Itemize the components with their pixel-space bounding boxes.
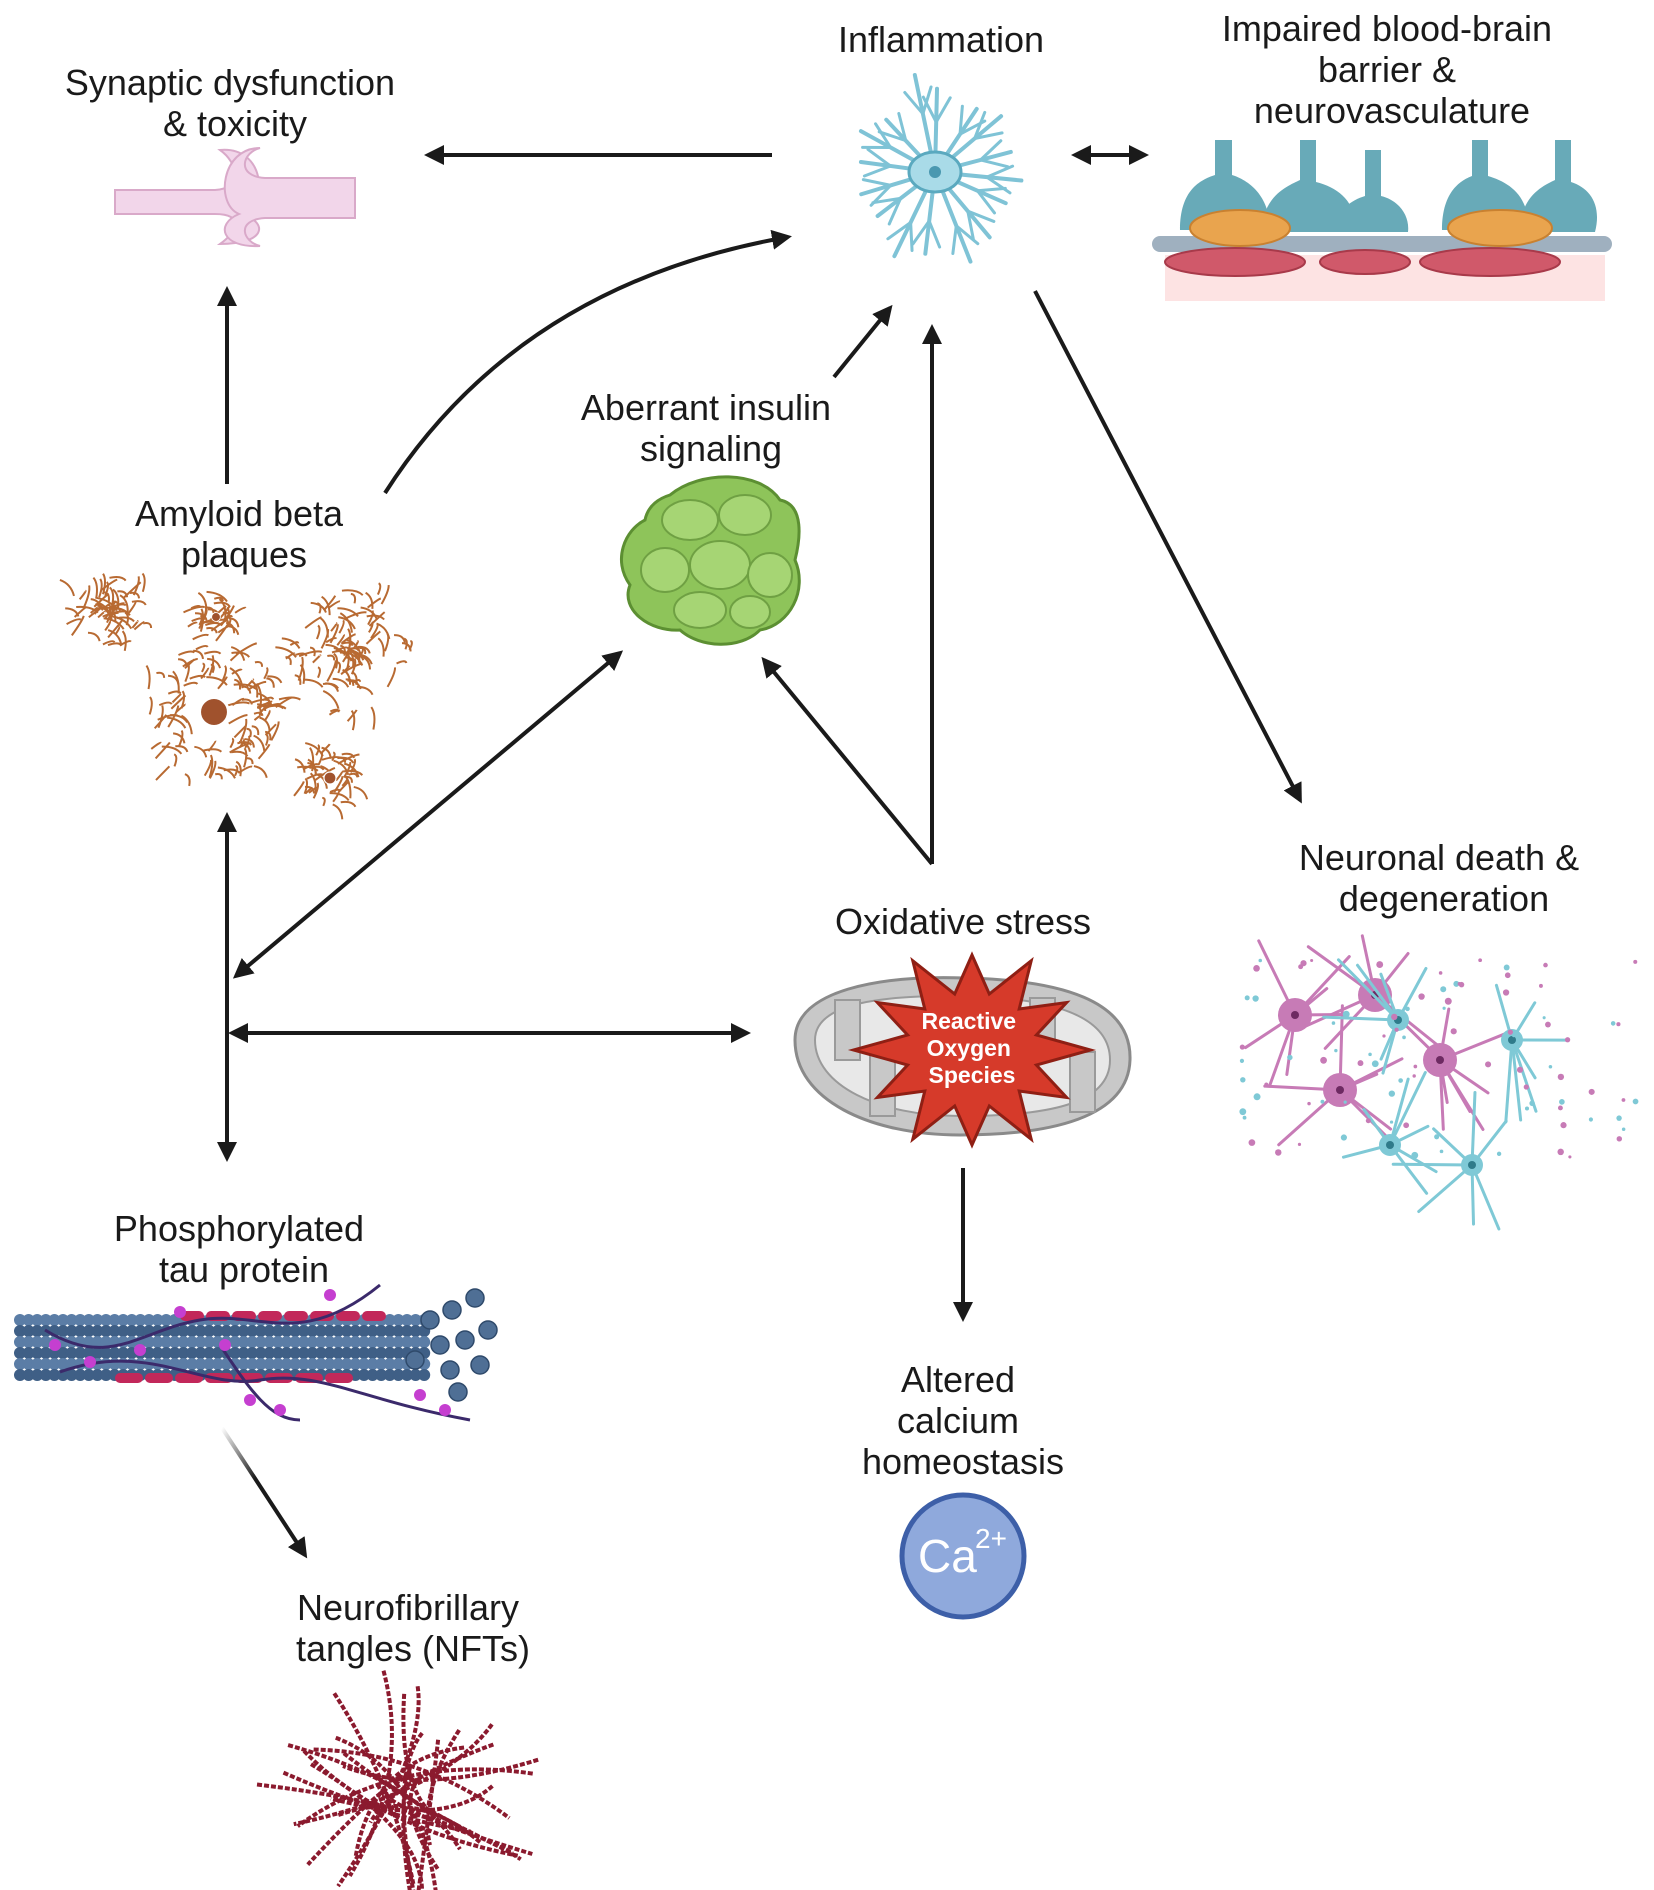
astrocyte-icon xyxy=(858,72,1024,264)
reactive-oxygen-species-burst-icon: Reactive Oxygen Species xyxy=(847,951,1097,1149)
neuronal-label: Neuronal death & degeneration xyxy=(1299,837,1589,919)
amyloid-label: Amyloid beta plaques xyxy=(135,493,353,575)
tau-label: Phosphorylated tau protein xyxy=(114,1208,374,1290)
calcium-ion-icon: Ca 2+ xyxy=(899,1492,1027,1620)
blood-brain-barrier-icon xyxy=(1152,140,1612,301)
arrow-insulin-to-inflammation xyxy=(832,304,893,379)
calcium-symbol: Ca xyxy=(918,1530,977,1582)
microtubule-tau-icon xyxy=(14,1283,498,1422)
ros-label: Reactive Oxygen Species xyxy=(921,1008,1022,1088)
labels: Synaptic dysfunction & toxicity Inflamma… xyxy=(65,8,1589,1669)
arrow-oxidative-to-insulin xyxy=(761,656,934,866)
calcium-label: Altered calcium homeostasis xyxy=(862,1359,1064,1482)
arrow-tau-to-nft xyxy=(220,1426,308,1559)
arrow-amyloid-insulin xyxy=(232,650,624,979)
synaptic-label: Synaptic dysfunction & toxicity xyxy=(65,62,405,144)
insulin-label: Aberrant insulin signaling xyxy=(581,387,841,469)
arrow-amyloid-to-inflammation xyxy=(383,229,792,495)
nft-label: Neurofibrillary tangles (NFTs) xyxy=(296,1587,530,1669)
degenerating-neurons-icon xyxy=(1239,934,1639,1231)
arrows xyxy=(217,145,1302,1559)
oxidative-label: Oxidative stress xyxy=(835,901,1091,942)
insulin-cluster-icon xyxy=(620,475,801,646)
calcium-charge: 2+ xyxy=(975,1523,1007,1554)
neurofibrillary-tangles-icon xyxy=(256,1670,539,1890)
arrow-inflammation-to-neuronal xyxy=(1033,290,1302,804)
inflammation-label: Inflammation xyxy=(838,19,1044,60)
synapse-icon xyxy=(114,147,356,248)
amyloid-plaques-icon xyxy=(59,572,413,820)
bbb-label: Impaired blood-brain barrier & neurovasc… xyxy=(1222,8,1562,131)
